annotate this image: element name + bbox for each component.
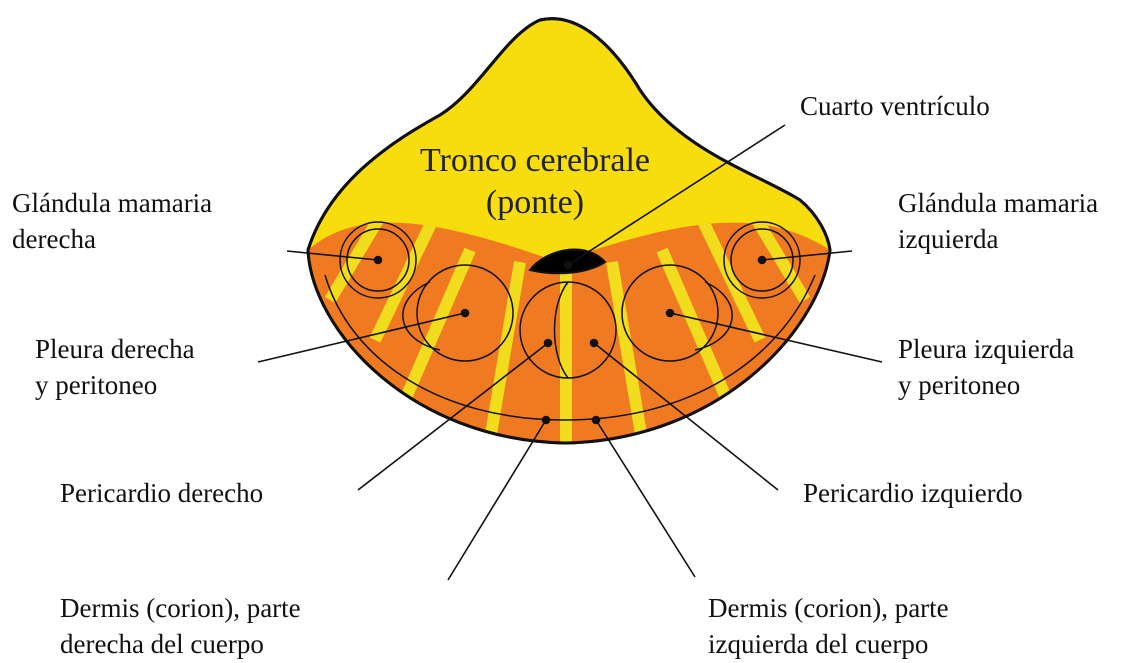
label-line: Pleura izquierda <box>898 331 1074 367</box>
label-pleura-izquierda: Pleura izquierda y peritoneo <box>898 331 1074 403</box>
label-line: izquierda <box>898 221 1098 257</box>
label-text: Pericardio izquierdo <box>803 475 1023 511</box>
label-line: Glándula mamaria <box>12 185 212 221</box>
label-glandula-izquierda: Glándula mamaria izquierda <box>898 185 1098 257</box>
label-line: y peritoneo <box>35 367 195 403</box>
label-line: Glándula mamaria <box>898 185 1098 221</box>
label-pleura-derecha: Pleura derecha y peritoneo <box>35 331 195 403</box>
label-line: derecha del cuerpo <box>60 626 301 662</box>
label-line: derecha <box>12 221 212 257</box>
brainstem-title-line1: Tronco cerebrale <box>405 140 665 182</box>
label-line: Dermis (corion), parte <box>708 590 949 626</box>
label-dermis-derecha: Dermis (corion), parte derecha del cuerp… <box>60 590 301 662</box>
label-text: Pericardio derecho <box>60 475 263 511</box>
brainstem-title-line2: (ponte) <box>405 182 665 224</box>
label-pericardio-izquierdo: Pericardio izquierdo <box>803 475 1023 511</box>
label-line: Dermis (corion), parte <box>60 590 301 626</box>
label-dermis-izquierda: Dermis (corion), parte izquierda del cue… <box>708 590 949 662</box>
label-line: izquierda del cuerpo <box>708 626 949 662</box>
label-line: y peritoneo <box>898 367 1074 403</box>
label-pericardio-derecho: Pericardio derecho <box>60 475 263 511</box>
brainstem-title: Tronco cerebrale (ponte) <box>405 140 665 224</box>
label-text: Cuarto ventrículo <box>800 88 990 124</box>
label-line: Pleura derecha <box>35 331 195 367</box>
label-glandula-derecha: Glándula mamaria derecha <box>12 185 212 257</box>
label-cuarto-ventriculo: Cuarto ventrículo <box>800 88 990 124</box>
